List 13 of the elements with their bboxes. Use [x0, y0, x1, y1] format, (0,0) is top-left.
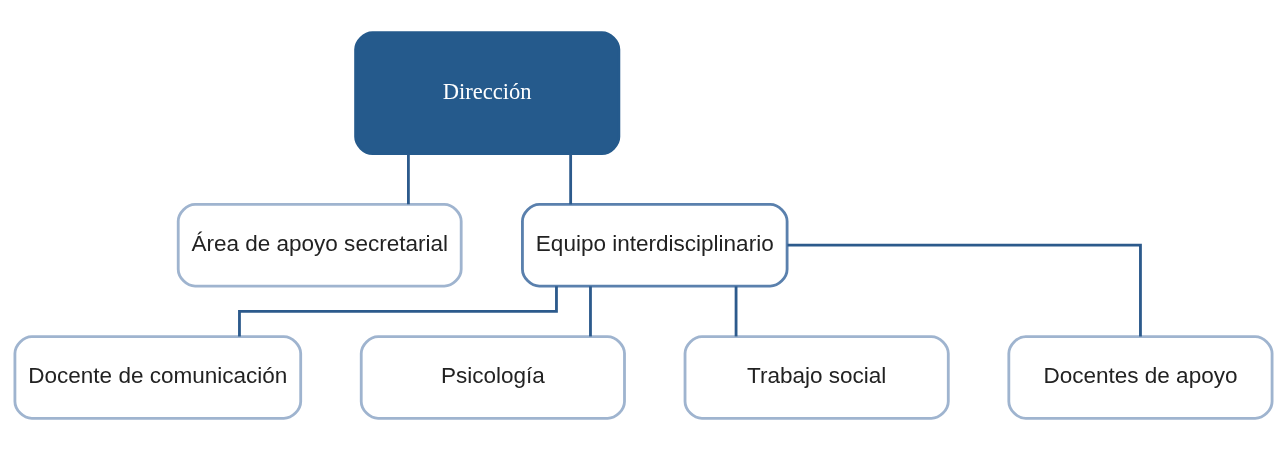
- node-box: Área de apoyo secretarial: [176, 202, 463, 288]
- connector: [734, 286, 738, 337]
- node-box: Dirección: [354, 31, 621, 156]
- node-box: Docentes de apoyo: [1007, 335, 1274, 420]
- node-box: Docente de comunicación: [13, 335, 303, 420]
- node-box: Equipo interdisciplinario: [521, 202, 789, 288]
- connector: [787, 243, 1142, 337]
- connector: [569, 154, 573, 205]
- node-box: Psicología: [359, 335, 626, 420]
- connector: [238, 286, 558, 337]
- node-box: Trabajo social: [683, 335, 950, 420]
- connector: [589, 286, 592, 337]
- connector: [407, 154, 410, 205]
